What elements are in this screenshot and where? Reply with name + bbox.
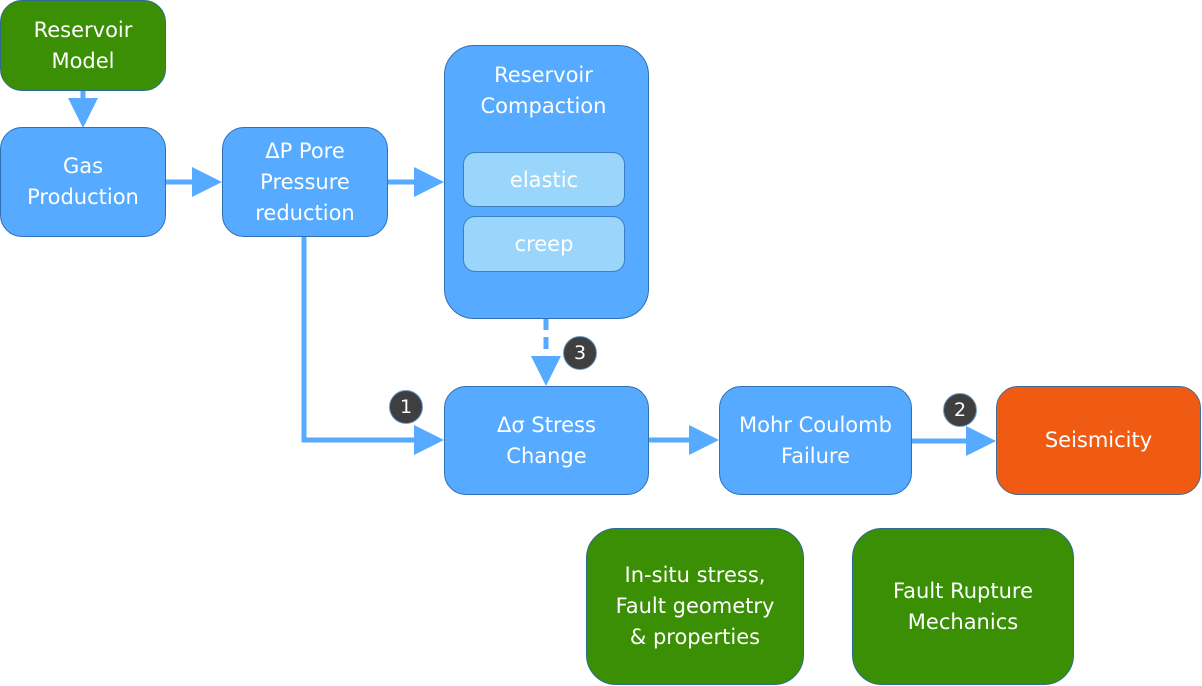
badge-3: 3 — [563, 336, 597, 370]
node-seismicity: Seismicity — [996, 386, 1201, 495]
compaction-title: Reservoir Compaction — [480, 63, 607, 118]
node-creep: creep — [463, 216, 625, 272]
node-pore-pressure-reduction: ΔP Pore Pressure reduction — [222, 127, 388, 237]
node-mohr-coulomb-failure: Mohr Coulomb Failure — [719, 386, 912, 495]
node-label: Fault Rupture Mechanics — [893, 578, 1033, 634]
node-gas-production: Gas Production — [0, 127, 166, 237]
node-insitu-stress: In-situ stress, Fault geometry & propert… — [586, 528, 804, 685]
node-label: Seismicity — [1044, 428, 1153, 452]
arrow-pressure-to-stress — [301, 236, 444, 455]
badge-1: 1 — [389, 390, 423, 424]
badge-number: 2 — [953, 399, 967, 421]
badge-2: 2 — [943, 393, 977, 427]
node-stress-change: Δσ Stress Change — [444, 386, 649, 495]
node-label: Δσ Stress Change — [497, 412, 596, 468]
node-label: In-situ stress, Fault geometry & propert… — [615, 563, 775, 649]
node-fault-rupture-mechanics: Fault Rupture Mechanics — [852, 528, 1074, 685]
node-label: Mohr Coulomb Failure — [739, 412, 892, 468]
node-elastic: elastic — [463, 152, 625, 207]
node-label: elastic — [509, 167, 579, 192]
node-label: ΔP Pore Pressure reduction — [255, 138, 355, 225]
badge-number: 3 — [573, 342, 587, 364]
node-label: Reservoir Model — [33, 17, 133, 73]
node-reservoir-model: Reservoir Model — [0, 0, 166, 91]
badge-number: 1 — [399, 396, 413, 418]
node-label: Gas Production — [27, 154, 139, 209]
node-label: creep — [514, 232, 574, 256]
